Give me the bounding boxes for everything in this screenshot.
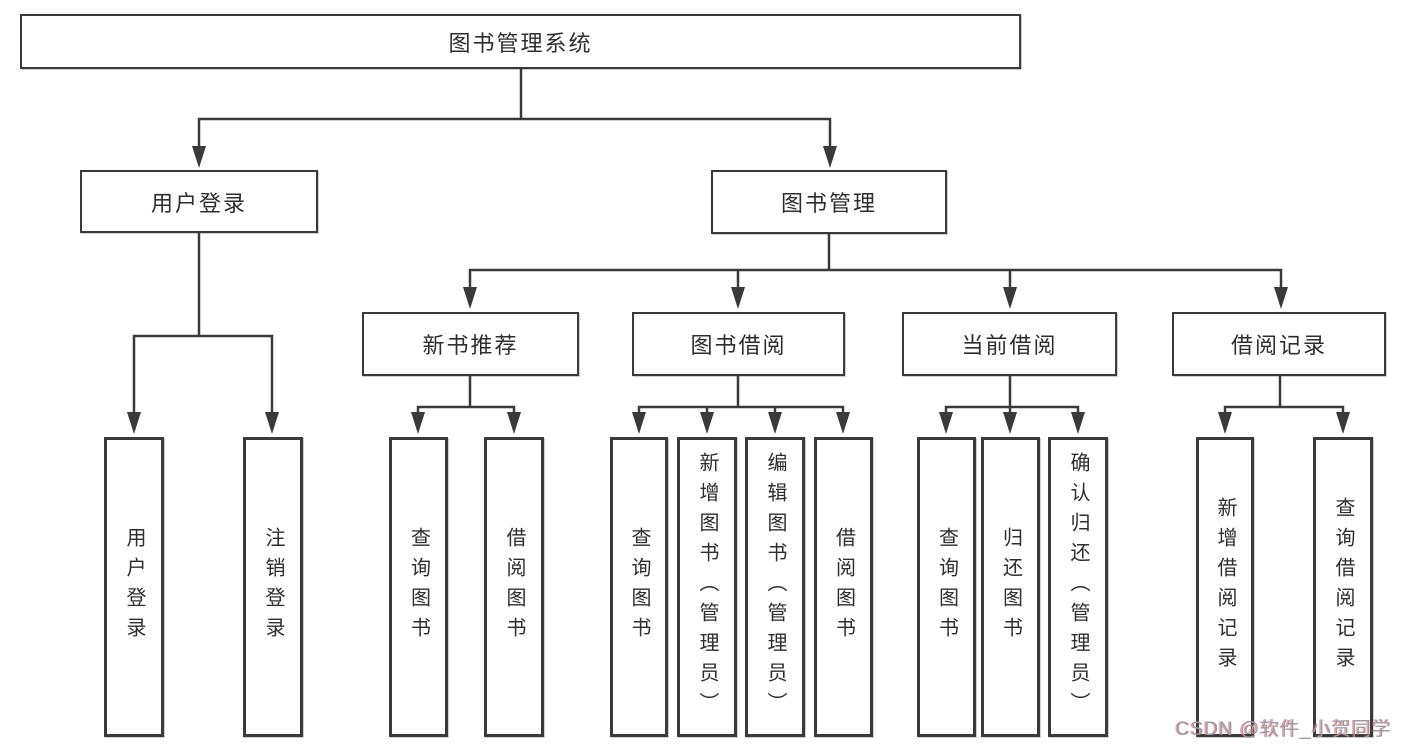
leaf-borrow-query-books: 查询图书	[610, 437, 668, 737]
node-current-borrowing: 当前借阅	[902, 312, 1117, 376]
node-label: 借阅图书	[503, 527, 525, 647]
node-label: 当前借阅	[961, 333, 1058, 358]
watermark-text: CSDN @软件_小贺同学	[1176, 719, 1392, 740]
node-label: 编辑图书（管理员）	[764, 452, 786, 722]
leaf-borrow-borrow-books: 借阅图书	[814, 437, 873, 737]
node-label: 新增图书（管理员）	[696, 452, 718, 722]
arrowheads	[127, 146, 1350, 434]
leaf-records-add-borrow-record: 新增借阅记录	[1196, 437, 1254, 737]
node-label: 借阅记录	[1230, 333, 1327, 358]
leaf-current-query-books: 查询图书	[917, 437, 976, 737]
node-label: 图书管理	[780, 191, 877, 216]
leaf-recommend-borrow-books: 借阅图书	[484, 437, 544, 737]
node-label: 查询图书	[407, 527, 430, 647]
node-user-login: 用户登录	[80, 170, 318, 233]
node-label: 确认归还（管理员）	[1067, 452, 1089, 722]
node-book-management: 图书管理	[711, 170, 947, 234]
node-label: 新增借阅记录	[1214, 497, 1236, 677]
node-new-book-recommendation: 新书推荐	[362, 312, 579, 376]
node-label: 归还图书	[999, 527, 1022, 647]
node-label: 图书借阅	[690, 333, 787, 358]
node-label: 用户登录	[123, 527, 145, 647]
leaf-borrow-edit-books-admin: 编辑图书（管理员）	[745, 437, 805, 737]
node-label: 图书管理系统	[448, 30, 593, 56]
leaf-current-confirm-return-admin: 确认归还（管理员）	[1048, 437, 1108, 737]
node-label: 查询图书	[628, 527, 650, 647]
node-label: 查询图书	[935, 527, 958, 647]
node-library-management-system: 图书管理系统	[20, 14, 1021, 69]
leaf-recommend-query-books: 查询图书	[389, 437, 448, 737]
node-book-borrowing: 图书借阅	[632, 312, 845, 376]
leaf-logout: 注销登录	[243, 437, 303, 737]
node-borrowing-records: 借阅记录	[1172, 312, 1386, 376]
leaf-user-login: 用户登录	[104, 437, 164, 737]
leaf-current-return-books: 归还图书	[981, 437, 1040, 737]
node-label: 注销登录	[262, 527, 284, 647]
node-label: 查询借阅记录	[1332, 497, 1354, 677]
leaf-borrow-add-books-admin: 新增图书（管理员）	[677, 437, 737, 737]
node-label: 借阅图书	[832, 527, 855, 647]
node-label: 新书推荐	[422, 333, 519, 358]
node-label: 用户登录	[150, 190, 247, 216]
leaf-records-query-borrow-record: 查询借阅记录	[1313, 437, 1373, 737]
